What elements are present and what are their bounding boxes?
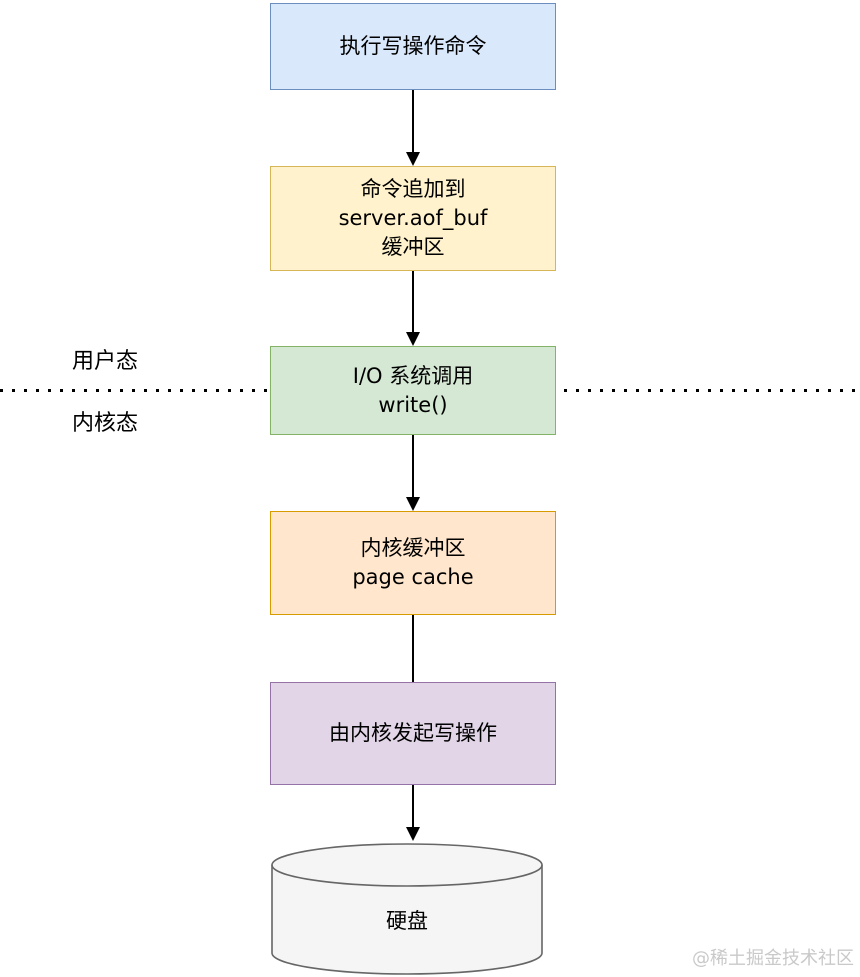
watermark-text: @稀土掘金技术社区: [692, 948, 854, 969]
connector-line: [412, 615, 414, 682]
node-aof-buffer-label: 命令追加到 server.aof_buf 缓冲区: [339, 175, 488, 262]
connector-pagecache-to-kernelwrite: [406, 615, 420, 682]
node-exec-command-label: 执行写操作命令: [339, 34, 487, 58]
arrow-line: [412, 271, 414, 332]
node-io-syscall: I/O 系统调用 write(): [270, 346, 556, 435]
arrow-aofbuf-to-syscall: [406, 271, 420, 346]
arrow-head-icon: [406, 497, 420, 511]
user-mode-label: 用户态: [72, 349, 139, 374]
node-page-cache-line1: 内核缓冲区: [360, 536, 466, 560]
arrow-head-icon: [406, 332, 420, 346]
node-kernel-write: 由内核发起写操作: [270, 682, 556, 785]
disk-cylinder-icon: [271, 843, 543, 975]
kernel-mode-label: 内核态: [72, 411, 139, 436]
node-page-cache-line2: page cache: [352, 565, 474, 589]
arrow-line: [412, 90, 414, 152]
arrow-kernelwrite-to-disk: [406, 785, 420, 841]
arrow-line: [412, 435, 414, 497]
node-page-cache: 内核缓冲区 page cache: [270, 511, 556, 615]
node-aof-buffer-line1: 命令追加到: [360, 177, 466, 201]
node-exec-command: 执行写操作命令: [270, 3, 556, 90]
arrow-syscall-to-pagecache: [406, 435, 420, 511]
node-aof-buffer-line3: 缓冲区: [381, 235, 445, 259]
arrow-exec-to-aofbuf: [406, 90, 420, 166]
node-io-syscall-line1: I/O 系统调用: [352, 363, 474, 388]
arrow-line: [412, 785, 414, 827]
node-kernel-write-label: 由内核发起写操作: [329, 721, 497, 745]
node-page-cache-label: 内核缓冲区 page cache: [352, 534, 473, 592]
arrow-head-icon: [406, 827, 420, 841]
node-io-syscall-label: I/O 系统调用 write(): [353, 362, 473, 420]
node-disk-label: 硬盘: [386, 909, 428, 933]
node-io-syscall-line2: write(): [378, 392, 448, 417]
node-aof-buffer-line2: server.aof_buf: [338, 206, 488, 230]
node-aof-buffer: 命令追加到 server.aof_buf 缓冲区: [270, 166, 556, 271]
node-disk: 硬盘: [271, 843, 543, 975]
arrow-head-icon: [406, 152, 420, 166]
